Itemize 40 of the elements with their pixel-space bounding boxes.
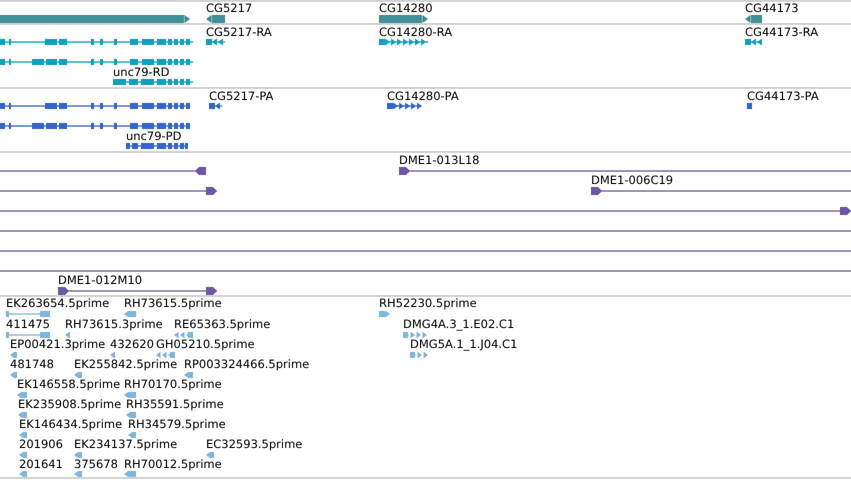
feature-label: CG5217-RA <box>206 26 272 39</box>
feature-label: CG44173-PA <box>747 90 819 103</box>
feature-label: DMG5A.1_1.J04.C1 <box>410 338 518 351</box>
feature-label: CG44173 <box>745 2 799 15</box>
feature-label: EC32593.5prime <box>206 438 302 451</box>
feature-label: RH70170.5prime <box>124 378 222 391</box>
feature-label: 481748 <box>10 358 54 371</box>
feature-label: EP00421.3prime <box>10 338 106 351</box>
feature-label: RH34579.5prime <box>128 418 226 431</box>
feature-label: RE65363.5prime <box>174 318 270 331</box>
feature-label: RH35591.5prime <box>126 398 224 411</box>
feature-label: RP003324466.5prime <box>184 358 310 371</box>
feature-label: RH70012.5prime <box>124 458 222 471</box>
feature-label: unc79-PD <box>126 130 182 143</box>
feature-label: unc79-RD <box>113 66 170 79</box>
feature-label: 201641 <box>19 458 63 471</box>
feature-label: 201906 <box>19 438 63 451</box>
feature-label: DME1-013L18 <box>399 154 480 167</box>
feature-label: CG5217-PA <box>209 90 274 103</box>
feature-label: EK263654.5prime <box>6 297 110 310</box>
feature-label: EK146434.5prime <box>19 418 122 431</box>
feature-label: RH73615.5prime <box>124 297 222 310</box>
feature-label: CG14280-PA <box>387 90 459 103</box>
feature-label: GH05210.5prime <box>156 338 255 351</box>
feature-label: 375678 <box>74 458 118 471</box>
feature-label: EK235908.5prime <box>18 398 122 411</box>
feature-label: CG5217 <box>206 2 252 15</box>
feature-label: EK146558.5prime <box>17 378 120 391</box>
feature-label: CG14280-RA <box>379 26 452 39</box>
feature-label: EK255842.5prime <box>74 358 178 371</box>
feature-label: 411475 <box>6 318 50 331</box>
feature-label: 432620 <box>110 338 154 351</box>
feature-label: EK234137.5prime <box>74 438 178 451</box>
feature-label: RH73615.3prime <box>65 318 163 331</box>
feature-label: CG14280 <box>379 2 433 15</box>
feature-label: DMG4A.3_1.E02.C1 <box>403 318 514 331</box>
feature-label: RH52230.5prime <box>379 297 477 310</box>
feature-label: DME1-006C19 <box>591 174 674 187</box>
feature-label: DME1-012M10 <box>58 274 142 287</box>
feature-label: CG44173-RA <box>745 26 818 39</box>
